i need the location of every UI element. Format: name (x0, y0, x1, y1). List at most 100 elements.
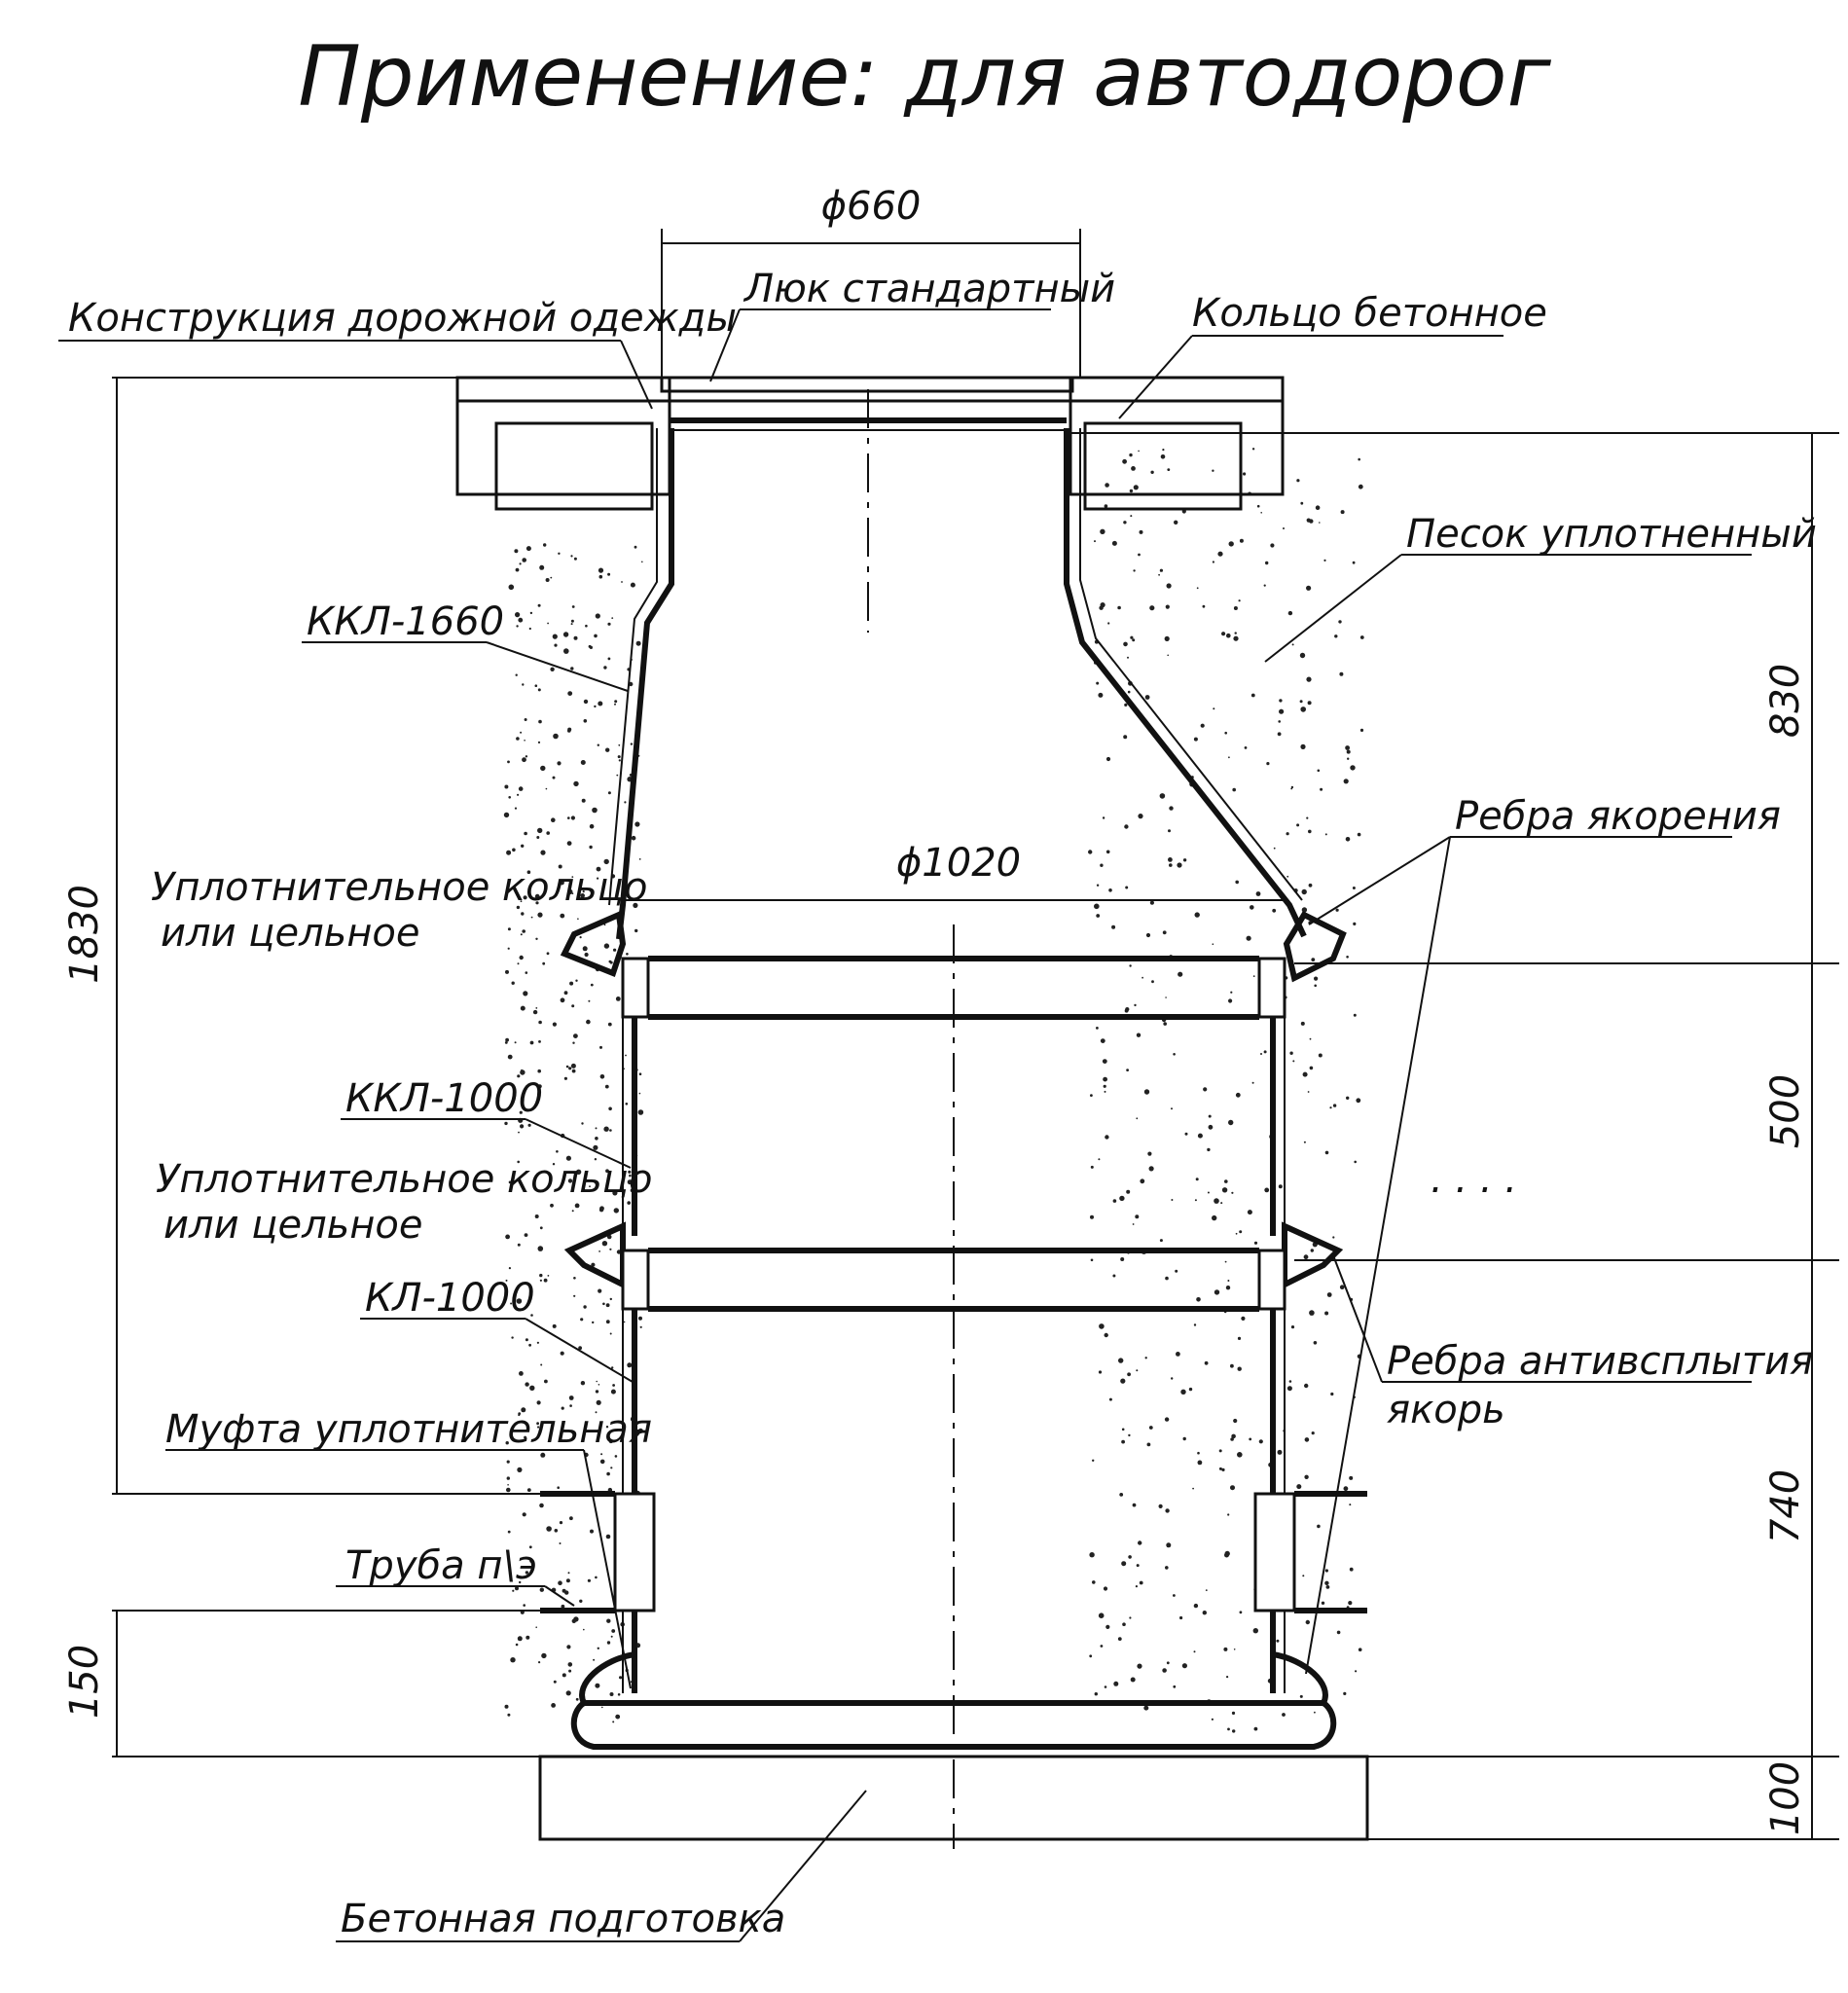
sand-dot (1177, 862, 1182, 868)
sand-dot (583, 719, 588, 723)
sand-dot (599, 1459, 605, 1465)
sand-dot (1250, 693, 1255, 698)
sand-dot (571, 605, 575, 608)
sand-dot (512, 848, 516, 852)
sand-dot (1211, 1718, 1214, 1721)
sand-dot (1207, 1191, 1210, 1194)
sand-dot (516, 625, 519, 628)
sand-dot (1112, 1199, 1117, 1203)
sand-dot (1264, 1187, 1270, 1193)
label-kkl-1000: ККЛ-1000 (345, 1076, 543, 1121)
sand-dot (1100, 863, 1104, 867)
sand-dot (1167, 654, 1169, 657)
sand-dot (1228, 1119, 1234, 1126)
sand-dot (1213, 707, 1215, 710)
sand-dot (1350, 765, 1356, 771)
sand-dot (1165, 996, 1167, 998)
dimension-h500: 500 (1763, 1074, 1808, 1148)
sand-dot (1123, 735, 1128, 740)
sand-dot (1121, 1439, 1125, 1444)
sand-dot (1096, 884, 1100, 887)
sand-dot (544, 1379, 548, 1384)
sand-dot (558, 552, 561, 555)
sand-dot (1105, 1624, 1110, 1629)
sand-dot (1180, 1389, 1186, 1395)
sand-dot (521, 1407, 526, 1413)
sand-dot (1239, 1230, 1243, 1234)
sand-dot (514, 807, 518, 810)
sand-dot (605, 1303, 610, 1308)
sand-dot (1100, 1645, 1104, 1648)
sand-dot (1266, 762, 1270, 766)
sand-dot (1094, 1692, 1099, 1696)
sand-dot (520, 933, 523, 936)
concrete-ring-top (494, 421, 1243, 511)
sand-dot (1151, 980, 1154, 984)
sand-dot (1135, 1214, 1140, 1219)
sand-dot (1129, 1616, 1132, 1619)
sand-dot (567, 1662, 573, 1667)
sand-dot (1103, 1076, 1107, 1082)
sand-dot (1270, 543, 1275, 548)
sand-dot (567, 1178, 573, 1183)
sand-dot (614, 700, 618, 704)
sand-dot (1306, 676, 1312, 682)
sand-dot (638, 858, 641, 860)
sand-dot (540, 850, 546, 855)
sand-dot (599, 1074, 605, 1079)
sand-dot (1096, 914, 1101, 918)
sand-dot (1238, 599, 1241, 602)
label-ellipsis: . . . . (1431, 1157, 1517, 1202)
sand-dot (1098, 1158, 1101, 1161)
sand-dot (596, 1380, 598, 1383)
sand-dot (602, 1302, 605, 1306)
sand-dot (1122, 1622, 1126, 1626)
sand-dot (1203, 1087, 1208, 1092)
sand-dot (569, 981, 574, 986)
sand-dot (1325, 1585, 1330, 1589)
sand-dot (1166, 1661, 1170, 1665)
label-pipe: Труба п\э (345, 1543, 537, 1588)
sand-dot (1310, 1249, 1315, 1252)
sand-dot (1235, 1092, 1241, 1098)
sand-dot (559, 1521, 563, 1525)
sand-dot (520, 731, 523, 734)
sand-dot (1175, 1269, 1178, 1273)
sand-dot (1221, 1187, 1228, 1193)
sand-dot (616, 774, 619, 777)
sand-dot (517, 962, 520, 965)
sand-dot (567, 816, 570, 819)
sand-dot (543, 1278, 548, 1283)
sand-dot (529, 611, 533, 615)
sand-dot (577, 918, 579, 920)
sand-dot (562, 1588, 566, 1593)
sand-dot (536, 1400, 541, 1405)
sand-dot (1304, 1474, 1309, 1480)
label-hatch-standard: Люк стандартный (743, 267, 1115, 311)
sand-dot (1124, 703, 1128, 707)
sand-dot (1090, 1165, 1094, 1169)
sand-dot (1343, 1486, 1349, 1492)
sand-dot (1290, 785, 1294, 789)
sand-dot (1359, 635, 1364, 639)
sand-dot (1159, 568, 1163, 572)
sand-dot (525, 971, 528, 974)
sand-dot (1224, 1260, 1227, 1263)
sand-dot (1278, 720, 1281, 723)
sand-dot (606, 1471, 610, 1476)
sand-dot (506, 1460, 510, 1464)
sand-dot (1139, 1580, 1143, 1585)
sand-dot (1135, 1585, 1138, 1588)
sand-dot (624, 801, 627, 804)
sand-dot (1306, 518, 1311, 523)
sand-dot (1194, 1199, 1197, 1202)
sand-dot (505, 1441, 509, 1445)
sand-dot (1359, 728, 1364, 733)
sand-dot (518, 617, 524, 623)
sand-dot (505, 969, 509, 974)
sand-dot (1232, 1729, 1236, 1733)
sand-dot (639, 1325, 642, 1328)
sand-dot (565, 1065, 569, 1069)
sand-dot (506, 850, 512, 855)
sand-dot (1176, 1352, 1180, 1357)
